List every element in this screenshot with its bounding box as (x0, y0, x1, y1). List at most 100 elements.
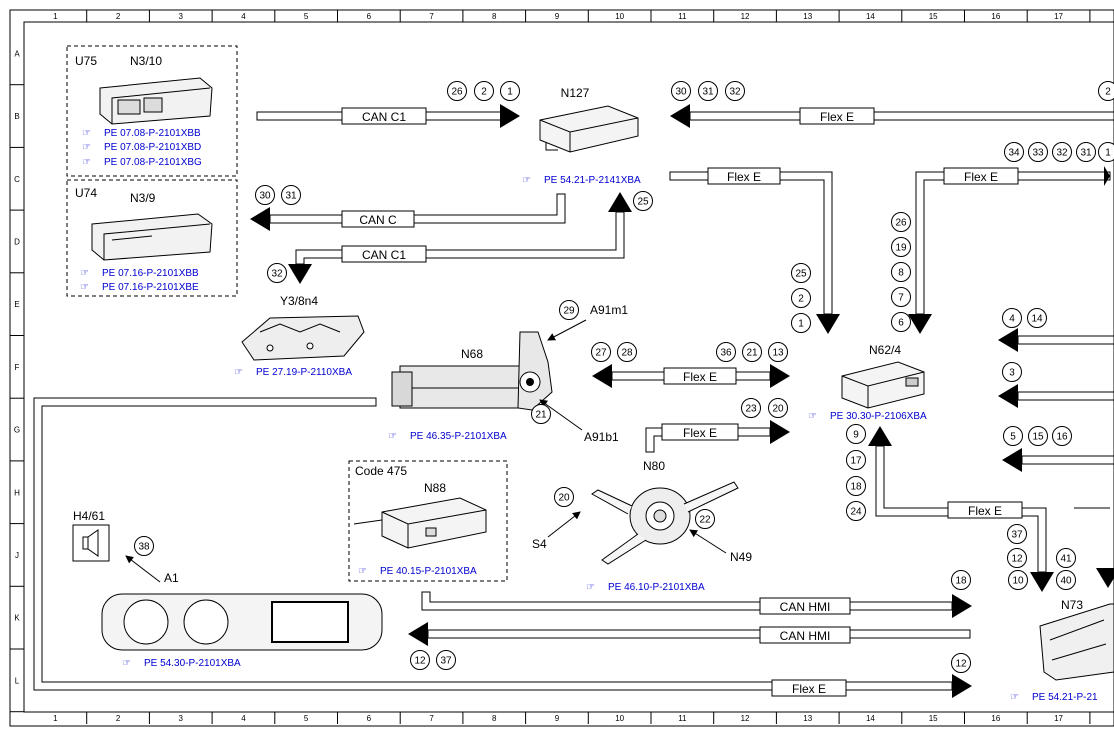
u74-designation: U74 (75, 186, 97, 200)
grid-column-5: 5 (304, 12, 309, 21)
pin-callout: 33 (1028, 142, 1048, 162)
n73-feed-arrow (1096, 568, 1114, 588)
can-hmi-1-bus-line (421, 591, 953, 611)
callout-circle (1003, 426, 1023, 446)
flex-e-n127-label-box (707, 167, 781, 185)
ref-link-text[interactable]: PE 07.08-P-2101XBD (104, 142, 201, 153)
ref-link-text[interactable]: PE 46.10-P-2101XBA (608, 582, 705, 593)
ref-link-text[interactable]: PE 07.08-P-2101XBB (104, 128, 201, 139)
bus-row-f1-arrow (998, 328, 1018, 352)
ref-link-y3[interactable]: ☞ PE 27.19-P-2110XBA (234, 367, 352, 378)
ref-link-u75-2[interactable]: ☞ PE 07.08-P-2101XBD (82, 142, 201, 153)
callout-number: 33 (1032, 148, 1044, 159)
flex-e-bottom-label: Flex E (792, 682, 826, 696)
callout-circle (1008, 570, 1028, 590)
ref-link-text[interactable]: PE 07.16-P-2101XBB (102, 268, 199, 279)
callout-number: 28 (621, 348, 633, 359)
ref-link-n127[interactable]: ☞ PE 54.21-P-2141XBA (522, 175, 641, 186)
callout-number: 12 (955, 659, 967, 670)
grid-column-3: 3 (179, 12, 184, 21)
grid-column-6: 6 (367, 12, 372, 21)
grid-column-15: 15 (929, 12, 938, 21)
callout-circle (891, 287, 911, 307)
pin-callout: 18 (846, 476, 866, 496)
callout-number: 41 (1060, 554, 1072, 565)
ref-link-n80[interactable]: ☞ PE 46.10-P-2101XBA (586, 582, 705, 593)
grid-column-11: 11 (678, 714, 687, 723)
callout-number: 27 (595, 348, 607, 359)
callout-circle (1052, 142, 1072, 162)
callout-circle (1052, 426, 1072, 446)
ref-link-n73[interactable]: ☞ PE 54.21-P-21 (1010, 692, 1098, 703)
ref-link-u75-1[interactable]: ☞ PE 07.08-P-2101XBB (82, 128, 201, 139)
flex-e-n62-label-box (947, 501, 1023, 519)
callout-circle (698, 81, 718, 101)
callout-number: 2 (481, 87, 487, 98)
callout-number: 22 (699, 515, 711, 526)
pin-callout: 40 (1056, 570, 1076, 590)
ref-link-text[interactable]: PE 27.19-P-2110XBA (256, 367, 352, 378)
flex-e-right-label: Flex E (964, 170, 998, 184)
ref-link-text[interactable]: PE 30.30-P-2106XBA (830, 411, 927, 422)
callout-number: 17 (850, 456, 862, 467)
callout-circle (768, 398, 788, 418)
ref-link-n62-4[interactable]: ☞ PE 30.30-P-2106XBA (808, 411, 927, 422)
callout-number: 23 (745, 404, 757, 415)
callout-circle (846, 424, 866, 444)
ref-link-a1[interactable]: ☞ PE 54.30-P-2101XBA (122, 658, 241, 669)
ref-link-text[interactable]: PE 54.21-P-21 (1032, 692, 1098, 703)
ref-link-text[interactable]: PE 46.35-P-2101XBA (410, 431, 507, 442)
ref-link-u74-2[interactable]: ☞ PE 07.16-P-2101XBE (80, 282, 199, 293)
ecu-n3-9-icon (91, 213, 213, 261)
callout-circle (891, 237, 911, 257)
grid-row-K: K (14, 614, 20, 623)
grid-column-1: 1 (53, 714, 58, 723)
n127-label: N127 (561, 86, 590, 100)
grid-row-B: B (14, 112, 19, 121)
can-hmi-1-arrow (952, 594, 972, 618)
callout-circle (410, 650, 430, 670)
can-c1-mid-label: CAN C1 (362, 248, 406, 262)
ref-link-text[interactable]: PE 07.16-P-2101XBE (102, 282, 199, 293)
grid-column-14: 14 (866, 714, 875, 723)
grid-column-16: 16 (991, 12, 1000, 21)
grid-column-9: 9 (555, 12, 560, 21)
n49-pointer (689, 529, 727, 554)
pin-callout: 27 (591, 342, 611, 362)
can-hmi-2-arrow (408, 622, 428, 646)
ref-link-n88[interactable]: ☞ PE 40.15-P-2101XBA (358, 566, 477, 577)
callout-circle (281, 185, 301, 205)
pin-callout: 4 (1002, 308, 1022, 328)
n62-4-module-icon (841, 361, 925, 409)
callout-number: 21 (746, 348, 758, 359)
pin-callout: 25 (791, 263, 811, 283)
callout-number: 13 (772, 348, 784, 359)
pin-callout: 12 (410, 650, 430, 670)
pin-callout: 15 (1028, 426, 1048, 446)
pin-callout: 13 (768, 342, 788, 362)
ref-link-text[interactable]: PE 54.30-P-2101XBA (144, 658, 241, 669)
n3-10-label: N3/10 (130, 54, 162, 68)
flex-e-n68-left-arrow (592, 364, 612, 388)
ref-link-u75-3[interactable]: ☞ PE 07.08-P-2101XBG (82, 157, 202, 168)
callout-circle (1002, 362, 1022, 382)
flex-e-n68-label: Flex E (683, 370, 717, 384)
n73-module-icon (1039, 603, 1114, 681)
callout-circle (1028, 426, 1048, 446)
grid-column-6: 6 (367, 714, 372, 723)
callout-number: 1 (1105, 148, 1111, 159)
ref-link-text[interactable]: PE 40.15-P-2101XBA (380, 566, 477, 577)
ref-link-text[interactable]: PE 54.21-P-2141XBA (544, 175, 641, 186)
grid-column-7: 7 (429, 714, 434, 723)
n62-4-label: N62/4 (869, 343, 901, 357)
ref-link-u74-1[interactable]: ☞ PE 07.16-P-2101XBB (80, 268, 199, 279)
callout-circle (633, 191, 653, 211)
callout-circle (1076, 142, 1096, 162)
pin-callout: 32 (725, 81, 745, 101)
manual-icon: ☞ (234, 367, 243, 378)
callout-circle (591, 342, 611, 362)
pin-callout: 5 (1003, 426, 1023, 446)
ref-link-n68[interactable]: ☞ PE 46.35-P-2101XBA (388, 431, 507, 442)
ref-link-text[interactable]: PE 07.08-P-2101XBG (104, 157, 202, 168)
callout-number: 40 (1060, 576, 1072, 587)
